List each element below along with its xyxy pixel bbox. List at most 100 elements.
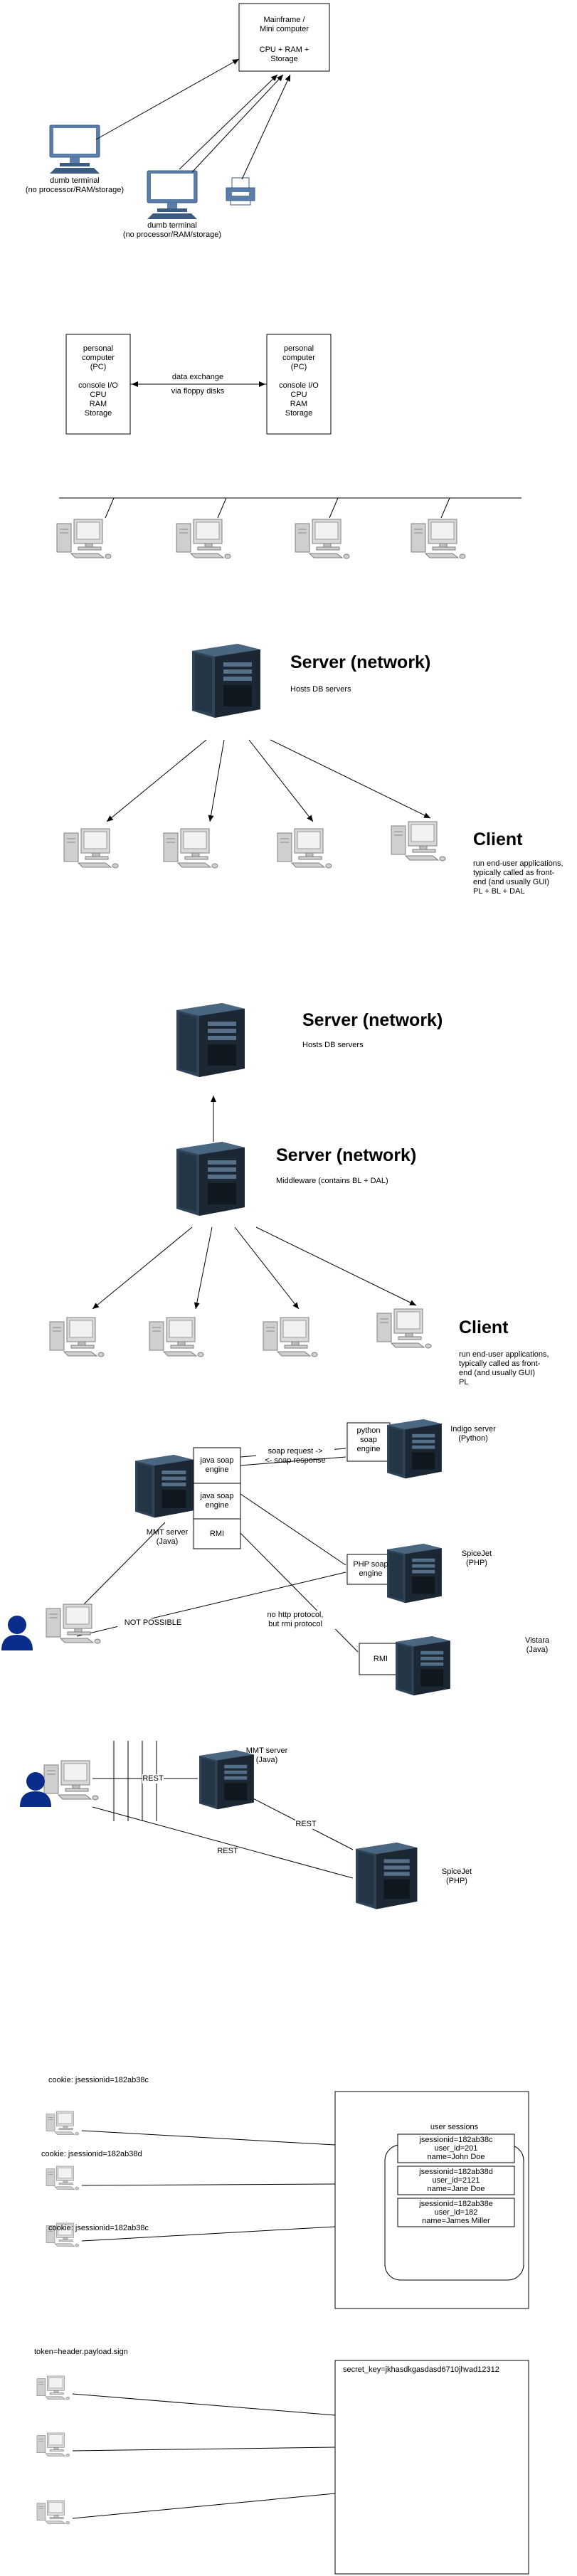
java-soap-engine-box-2 [193,1483,241,1520]
client-pc-token-3-icon [36,2500,70,2525]
client2-desc-4: PL [459,1378,469,1387]
terminal-2-sublabel: (no processor/RAM/storage) [122,230,222,239]
client-pc-cookie-1-icon [46,2111,79,2136]
pc-icon-lan-4 [411,519,466,559]
spicejet-server-icon-2 [356,1843,418,1909]
mmt-server-2-label: MMT server [245,1747,288,1755]
section-soap [1,1419,450,1696]
client-pc-1-icon [63,828,119,869]
token-label: token=header.payload.sign [34,2348,128,2356]
client-title: Client [473,829,523,849]
client-pc-8-icon [376,1308,432,1349]
mainframe-title: Mainframe / [263,16,305,24]
client-pc-rest-icon [43,1760,99,1801]
client-desc-4: PL + BL + DAL [473,887,525,896]
dumb-terminal-1-icon [49,124,100,174]
server-token-box [334,2360,529,2575]
pc-left-line-5: CPU [90,391,107,399]
pc-icon-lan-2 [176,519,231,559]
soap-response-label: <- soap response [265,1456,326,1465]
session-1-name: name=John Doe [427,2153,485,2161]
client-desc-2: typically called as front- [473,869,555,877]
pc-left-line-3: (PC) [90,363,107,371]
data-exchange-label: data exchange [152,373,244,382]
middleware-server-subtitle: Middleware (contains BL + DAL) [276,1177,388,1185]
section-three-tier [49,1003,432,1357]
terminal-1-label: dumb terminal [50,176,100,185]
php-soap-engine-box [346,1554,395,1585]
section-pc-exchange [65,334,332,435]
client-pc-token-1-icon [36,2375,70,2400]
db-server-subtitle: Hosts DB servers [302,1041,364,1049]
client-pc-2-icon [163,828,218,869]
client-pc-token-2-icon [36,2432,70,2457]
pc-left-line-6: RAM [89,400,107,408]
session-2-id: jsessionid=182ab38d [419,2168,493,2176]
client-pc-3-icon [277,828,332,869]
rmi-box [193,1518,241,1549]
section-client-server [63,644,446,869]
client2-desc-3: end (and usually GUI) [459,1369,535,1377]
middleware-server-icon [176,1142,245,1216]
session-1-user-id: user_id=201 [434,2144,478,2153]
session-2-user-id: user_id=2121 [432,2176,480,2185]
session-box-3 [397,2198,515,2227]
user-icon-1 [1,1616,33,1650]
mmt-server-2-sublabel: (Java) [255,1756,278,1764]
client-desc-1: run end-user applications, [473,859,563,868]
db-server-title: Server (network) [302,1010,443,1030]
client-pc-4-icon [391,821,446,862]
user-sessions-title: user sessions [430,2123,479,2131]
not-possible-label: NOT POSSIBLE [117,1618,189,1628]
python-soap-line-2: soap [360,1436,377,1444]
session-1-id: jsessionid=182ab38c [419,2136,493,2144]
vistara-label: Vistara [524,1636,550,1645]
client-pc-5-icon [49,1317,105,1357]
db-server-icon-2 [176,1003,245,1077]
server-network-title: Server (network) [290,652,431,672]
pc-left-line-1: personal [83,344,114,353]
rest-label-1: REST [142,1774,164,1783]
middleware-server-title: Server (network) [276,1145,417,1165]
pc-right-line-2: computer [282,354,315,362]
rmi-label-2: RMI [373,1655,388,1663]
mmt-server-sublabel: (Java) [156,1537,179,1546]
pc-left-line-4: console I/O [78,381,118,390]
python-soap-line-3: engine [356,1445,381,1453]
section-mainframe [49,3,330,220]
indigo-server-icon [387,1419,442,1479]
php-soap-line-1: PHP soap [353,1560,388,1569]
mainframe-title-2: Mini computer [259,25,309,33]
php-soap-line-2: engine [359,1569,383,1578]
db-server-icon [192,644,260,718]
terminal-1-sublabel: (no processor/RAM/storage) [25,186,125,194]
pc-right-line-6: RAM [290,400,308,408]
vistara-server-icon [396,1636,450,1696]
rest-label-3: REST [217,1847,238,1856]
java-soap-2-line-1: java soap [200,1492,234,1500]
pc-left-line-7: Storage [84,409,112,418]
mainframe-spec-2: Storage [270,55,298,63]
rmi-label: RMI [209,1530,225,1538]
no-http-label: no http protocol, [253,1611,338,1620]
spicejet-2-label: SpiceJet [441,1867,472,1876]
cookie-label-2: cookie: jsessionid=182ab38d [41,2150,142,2158]
section-lan [56,497,522,559]
client-title-2: Client [459,1318,509,1337]
python-soap-line-1: python [356,1426,381,1435]
client-pc-7-icon [263,1317,318,1357]
data-exchange-sublabel: via floppy disks [171,387,225,396]
mainframe-spec: CPU + RAM + [259,46,309,54]
indigo-server-sublabel: (Python) [458,1434,488,1443]
server-network-subtitle: Hosts DB servers [290,685,351,694]
client2-desc-2: typically called as front- [459,1359,541,1368]
pc-icon-lan-1 [56,519,112,559]
session-3-name: name=James Miller [422,2217,490,2225]
client-pc-cookie-2-icon [46,2166,79,2190]
spicejet-server-icon [387,1544,442,1604]
spicejet-sublabel: (PHP) [466,1559,487,1567]
section-sessions [46,2091,529,2309]
vistara-sublabel: (Java) [526,1645,549,1654]
section-token [36,2360,529,2575]
pc-right-line-5: CPU [290,391,307,399]
